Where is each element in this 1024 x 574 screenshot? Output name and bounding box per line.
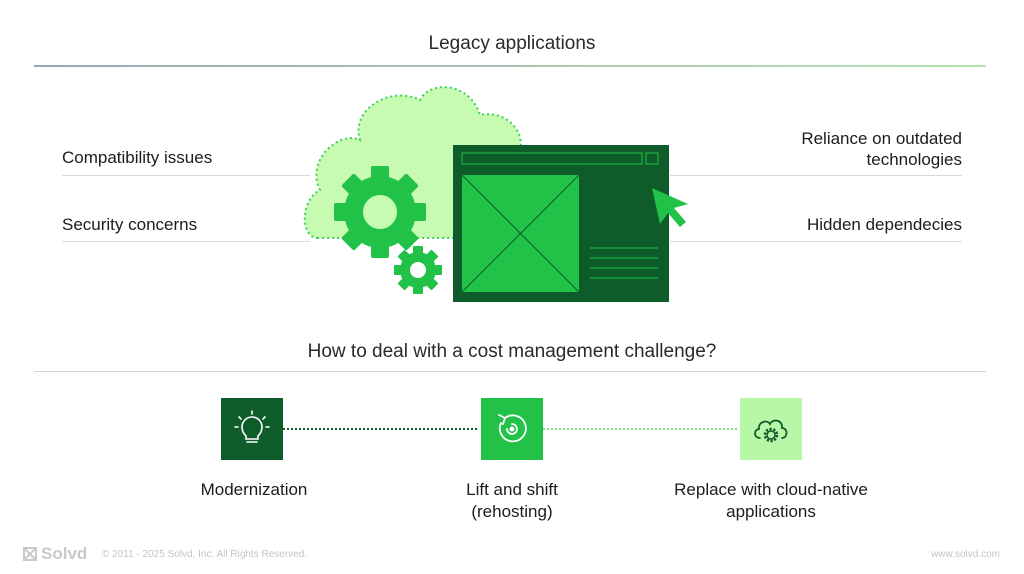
issue-outdated-tech: Reliance on outdated technologies [801, 128, 962, 170]
steps-connector [283, 428, 739, 430]
step-lift-shift-line1: Lift and shift [466, 480, 558, 499]
question-heading: How to deal with a cost management chall… [307, 341, 717, 362]
issue-security: Security concerns [62, 215, 198, 234]
lightbulb-icon [234, 410, 270, 443]
issue-compatibility: Compatibility issues [62, 148, 213, 167]
issue-hidden-dependencies: Hidden dependecies [806, 215, 962, 234]
legacy-app-illustration [303, 86, 688, 302]
issue-divider [670, 241, 962, 242]
brand-logo: Solvd [23, 544, 87, 564]
website-link[interactable]: www.solvd.com [931, 549, 1000, 560]
step-lift-shift-line2: (rehosting) [471, 502, 553, 521]
issue-outdated-tech-line2: technologies [866, 150, 962, 169]
step-cloud-native-label: Replace with cloud-native applications [646, 479, 896, 523]
step-cloud-native-line1: Replace with cloud-native [674, 480, 868, 499]
small-gear-icon [394, 246, 442, 294]
question-divider [34, 371, 986, 372]
cloud-gear-icon [754, 419, 788, 443]
step-lift-shift-box [481, 398, 543, 460]
issue-divider [62, 241, 310, 242]
step-lift-shift-label: Lift and shift (rehosting) [412, 479, 612, 523]
page-title: Legacy applications [428, 33, 596, 54]
step-modernization-label: Modernization [200, 480, 308, 499]
step-cloud-native-line2: applications [726, 502, 816, 521]
title-divider [34, 65, 986, 67]
step-modernization-box [221, 398, 283, 460]
brand-name: Solvd [41, 544, 88, 563]
copyright-text: © 2011 - 2025 Solvd, Inc. All Rights Res… [102, 549, 308, 560]
step-cloud-native-box [740, 398, 802, 460]
app-window-icon [453, 145, 669, 302]
issue-divider [62, 175, 310, 176]
issue-divider [670, 175, 962, 176]
large-gear-icon [334, 166, 426, 258]
issue-outdated-tech-line1: Reliance on outdated [801, 129, 962, 148]
solvd-logo-icon [23, 547, 37, 561]
lift-shift-icon [498, 414, 527, 443]
cursor-icon [652, 188, 688, 227]
